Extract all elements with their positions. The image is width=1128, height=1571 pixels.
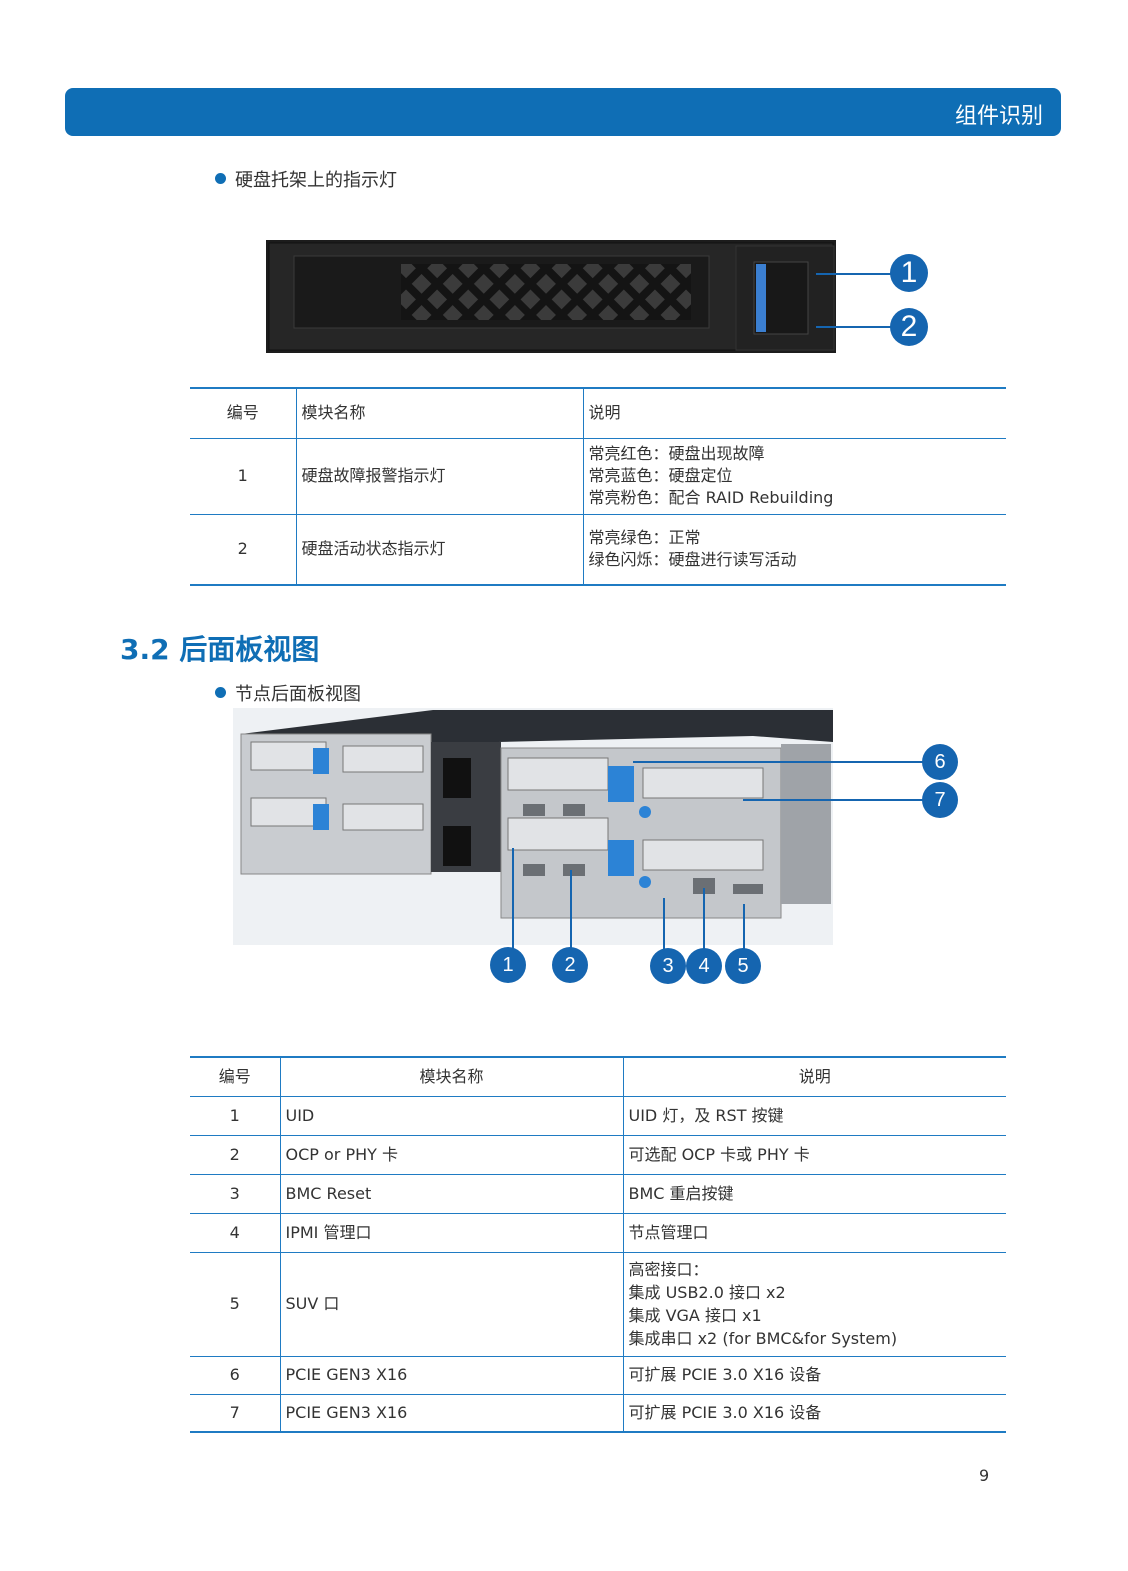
row-name: 硬盘活动状态指示灯 — [295, 514, 583, 586]
drive-tray-bullet-text: 硬盘托架上的指示灯 — [235, 170, 397, 191]
table-row: 2 OCP or PHY 卡 可选配 OCP 卡或 PHY 卡 — [190, 1135, 1006, 1175]
table-row: 6 PCIE GEN3 X16 可扩展 PCIE 3.0 X16 设备 — [190, 1356, 1006, 1395]
header-title: 组件识别 — [954, 104, 1043, 129]
row-desc: 可扩展 PCIE 3.0 X16 设备 — [622, 1394, 1006, 1433]
bullet-dot-icon — [215, 687, 226, 698]
row-no: 4 — [190, 1213, 280, 1253]
desc-line: 常亮绿色：正常 — [588, 528, 701, 548]
desc-line: 集成串口 x2 (for BMC&for System) — [628, 1329, 898, 1348]
drive-tray-callout-1: 1 — [890, 254, 928, 292]
row-name: OCP or PHY 卡 — [279, 1135, 623, 1175]
drive-tray-illustration — [266, 240, 891, 353]
header-desc: 说明 — [622, 1056, 1006, 1097]
table-row: 3 BMC Reset BMC 重启按键 — [190, 1174, 1006, 1214]
section-title: 3.2 后面板视图 — [120, 633, 320, 666]
table-row: 7 PCIE GEN3 X16 可扩展 PCIE 3.0 X16 设备 — [190, 1394, 1006, 1433]
rear-panel-image — [233, 708, 963, 993]
page-number: 9 — [979, 1466, 990, 1485]
rear-panel-callout-2: 2 — [552, 947, 588, 983]
row-desc: 常亮红色：硬盘出现故障 常亮蓝色：硬盘定位 常亮粉色：配合 RAID Rebui… — [582, 438, 1006, 515]
rear-panel-callout-5: 5 — [725, 948, 761, 984]
rear-panel-bullet: 节点后面板视图 — [215, 680, 361, 706]
drive-tray-bullet: 硬盘托架上的指示灯 — [215, 166, 397, 192]
desc-line: 集成 VGA 接口 x1 — [628, 1306, 762, 1325]
header-name: 模块名称 — [295, 387, 583, 439]
table-row: 4 IPMI 管理口 节点管理口 — [190, 1213, 1006, 1253]
table-row: 5 SUV 口 高密接口： 集成 USB2.0 接口 x2 集成 VGA 接口 … — [190, 1252, 1006, 1357]
desc-line: 绿色闪烁：硬盘进行读写活动 — [588, 550, 797, 570]
desc-line: 高密接口： — [628, 1260, 709, 1279]
header-desc: 说明 — [582, 387, 1006, 439]
desc-line: 常亮粉色：配合 RAID Rebuilding — [588, 488, 834, 507]
row-name: 硬盘故障报警指示灯 — [295, 438, 583, 515]
row-desc: 节点管理口 — [622, 1213, 1006, 1253]
row-no: 2 — [190, 514, 296, 586]
table-row: 2 硬盘活动状态指示灯 常亮绿色：正常 绿色闪烁：硬盘进行读写活动 — [190, 514, 1006, 586]
row-name: SUV 口 — [279, 1252, 623, 1357]
row-name: BMC Reset — [279, 1174, 623, 1214]
rear-panel-table: 编号 模块名称 说明 1 UID UID 灯，及 RST 按键 2 OCP or… — [190, 1056, 1006, 1433]
rear-panel-callout-6: 6 — [922, 744, 958, 780]
row-no: 1 — [190, 438, 296, 515]
row-desc: 可扩展 PCIE 3.0 X16 设备 — [622, 1356, 1006, 1395]
row-desc: BMC 重启按键 — [622, 1174, 1006, 1214]
rear-panel-bullet-text: 节点后面板视图 — [235, 684, 361, 705]
row-no: 6 — [190, 1356, 280, 1395]
rear-panel-callout-4: 4 — [686, 948, 722, 984]
bullet-dot-icon — [215, 173, 226, 184]
row-no: 5 — [190, 1252, 280, 1357]
row-no: 2 — [190, 1135, 280, 1175]
drive-tray-callout-2: 2 — [890, 308, 928, 346]
table-header-row: 编号 模块名称 说明 — [190, 387, 1006, 439]
row-no: 1 — [190, 1096, 280, 1136]
row-name: UID — [279, 1096, 623, 1136]
row-desc: 可选配 OCP 卡或 PHY 卡 — [622, 1135, 1006, 1175]
desc-line: 集成 USB2.0 接口 x2 — [628, 1283, 786, 1302]
table-header-row: 编号 模块名称 说明 — [190, 1056, 1006, 1097]
row-name: PCIE GEN3 X16 — [279, 1394, 623, 1433]
desc-line: 常亮红色：硬盘出现故障 — [588, 444, 765, 463]
row-desc: 高密接口： 集成 USB2.0 接口 x2 集成 VGA 接口 x1 集成串口 … — [622, 1252, 1006, 1357]
row-desc: 常亮绿色：正常 绿色闪烁：硬盘进行读写活动 — [582, 514, 1006, 586]
header-bar: 组件识别 — [65, 88, 1061, 136]
header-no: 编号 — [190, 387, 296, 439]
table-row: 1 硬盘故障报警指示灯 常亮红色：硬盘出现故障 常亮蓝色：硬盘定位 常亮粉色：配… — [190, 438, 1006, 515]
rear-panel-callout-7: 7 — [922, 782, 958, 818]
row-name: PCIE GEN3 X16 — [279, 1356, 623, 1395]
rear-panel-callout-3: 3 — [650, 948, 686, 984]
row-no: 7 — [190, 1394, 280, 1433]
table-row: 1 UID UID 灯，及 RST 按键 — [190, 1096, 1006, 1136]
rear-panel-illustration — [233, 708, 923, 954]
rear-panel-callout-1: 1 — [490, 947, 526, 983]
desc-line: 常亮蓝色：硬盘定位 — [588, 466, 733, 485]
row-no: 3 — [190, 1174, 280, 1214]
row-desc: UID 灯，及 RST 按键 — [622, 1096, 1006, 1136]
drive-led-table: 编号 模块名称 说明 1 硬盘故障报警指示灯 常亮红色：硬盘出现故障 常亮蓝色：… — [190, 387, 1006, 586]
header-no: 编号 — [190, 1056, 280, 1097]
row-name: IPMI 管理口 — [279, 1213, 623, 1253]
header-name: 模块名称 — [279, 1056, 623, 1097]
drive-tray-image — [266, 240, 966, 355]
